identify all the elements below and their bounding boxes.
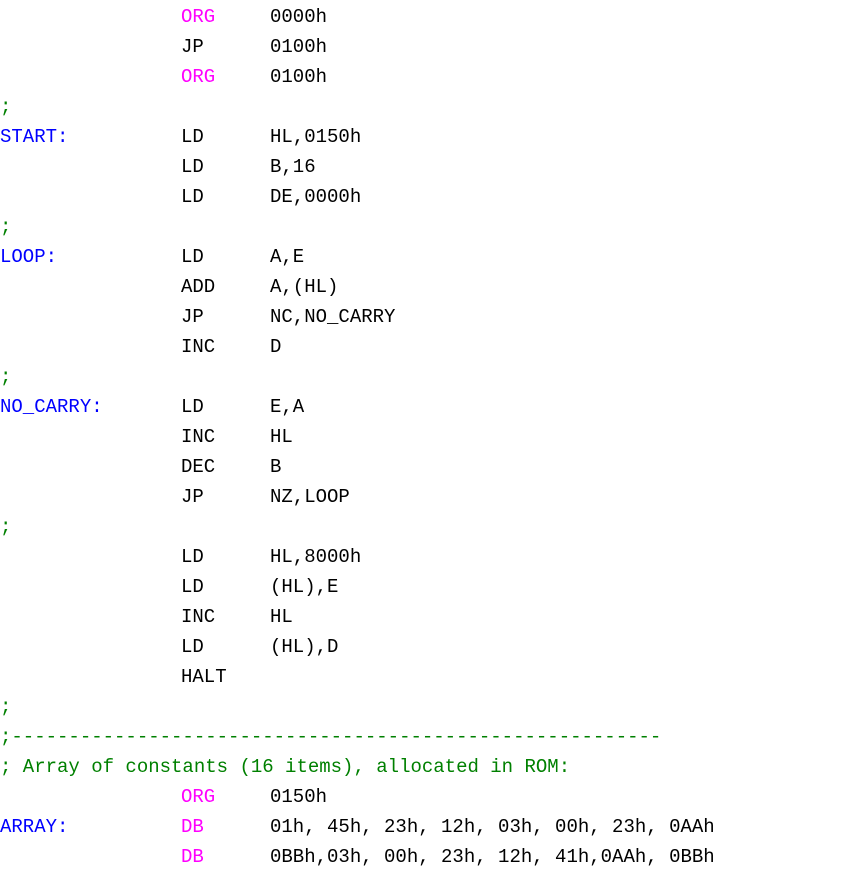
code-directive: DB — [181, 846, 204, 868]
code-operands: (HL),D — [270, 636, 339, 658]
code-instruction: LD — [181, 246, 204, 268]
code-directive: ORG — [181, 6, 216, 28]
code-operands: 0100h — [270, 36, 328, 58]
code-line[interactable]: DB 0BBh,03h, 00h, 23h, 12h, 41h,0AAh, 0BB… — [0, 842, 867, 872]
code-line[interactable]: ; — [0, 692, 867, 722]
code-line[interactable]: ORG 0000h — [0, 2, 867, 32]
code-line[interactable]: ;---------------------------------------… — [0, 722, 867, 752]
code-operands: E,A — [270, 396, 305, 418]
code-instruction: LD — [181, 636, 204, 658]
code-line[interactable]: ORG 0150h — [0, 782, 867, 812]
code-line[interactable]: ADD A,(HL) — [0, 272, 867, 302]
code-instruction: HALT — [181, 666, 227, 688]
code-line[interactable]: LD B,16 — [0, 152, 867, 182]
code-operands: B — [270, 456, 282, 478]
code-label: LOOP: — [0, 246, 58, 268]
code-line[interactable]: HALT — [0, 662, 867, 692]
code-comment: ;---------------------------------------… — [0, 726, 662, 748]
code-line[interactable]: LD (HL),D — [0, 632, 867, 662]
code-operands: 0100h — [270, 66, 328, 88]
code-operands: (HL),E — [270, 576, 339, 598]
code-label: ARRAY: — [0, 816, 69, 838]
code-line[interactable]: ; — [0, 212, 867, 242]
code-directive: DB — [181, 816, 204, 838]
code-label: NO_CARRY: — [0, 396, 103, 418]
code-line[interactable]: ; — [0, 92, 867, 122]
code-line[interactable]: INC HL — [0, 602, 867, 632]
code-instruction: INC — [181, 336, 216, 358]
code-line[interactable]: INC HL — [0, 422, 867, 452]
code-operands: 0000h — [270, 6, 328, 28]
code-instruction: INC — [181, 606, 216, 628]
code-operands: 0BBh,03h, 00h, 23h, 12h, 41h,0AAh, 0BBh — [270, 846, 715, 868]
code-line[interactable]: LOOP: LD A,E — [0, 242, 867, 272]
code-operands: B,16 — [270, 156, 316, 178]
code-operands: DE,0000h — [270, 186, 362, 208]
code-operands: A,E — [270, 246, 305, 268]
code-directive: ORG — [181, 66, 216, 88]
code-instruction: JP — [181, 36, 204, 58]
code-operands: D — [270, 336, 282, 358]
code-line[interactable]: ; Array of constants (16 items), allocat… — [0, 752, 867, 782]
code-comment: ; — [0, 366, 12, 388]
code-instruction: JP — [181, 306, 204, 328]
code-instruction: ADD — [181, 276, 216, 298]
code-instruction: LD — [181, 156, 204, 178]
code-line[interactable]: ARRAY: DB 01h, 45h, 23h, 12h, 03h, 00h, 23… — [0, 812, 867, 842]
code-instruction: INC — [181, 426, 216, 448]
code-instruction: LD — [181, 396, 204, 418]
code-operands: HL — [270, 426, 293, 448]
code-operands: 0150h — [270, 786, 328, 808]
code-line[interactable]: LD DE,0000h — [0, 182, 867, 212]
code-line[interactable]: LD (HL),E — [0, 572, 867, 602]
code-operands: HL — [270, 606, 293, 628]
code-comment: ; — [0, 216, 12, 238]
code-line[interactable]: LD HL,8000h — [0, 542, 867, 572]
code-line[interactable]: ORG 0100h — [0, 62, 867, 92]
code-instruction: LD — [181, 126, 204, 148]
code-instruction: JP — [181, 486, 204, 508]
code-instruction: LD — [181, 576, 204, 598]
code-line[interactable]: JP NC,NO_CARRY — [0, 302, 867, 332]
code-directive: ORG — [181, 786, 216, 808]
code-instruction: DEC — [181, 456, 216, 478]
code-comment: ; — [0, 516, 12, 538]
code-instruction: LD — [181, 186, 204, 208]
code-operands: A,(HL) — [270, 276, 339, 298]
code-label: START: — [0, 126, 69, 148]
code-comment: ; — [0, 96, 12, 118]
code-operands: 01h, 45h, 23h, 12h, 03h, 00h, 23h, 0AAh — [270, 816, 715, 838]
code-comment: ; — [0, 696, 12, 718]
code-line[interactable]: JP NZ,LOOP — [0, 482, 867, 512]
code-line[interactable]: INC D — [0, 332, 867, 362]
code-line[interactable]: DEC B — [0, 452, 867, 482]
code-operands: NC,NO_CARRY — [270, 306, 396, 328]
code-line[interactable]: ; — [0, 362, 867, 392]
code-instruction: LD — [181, 546, 204, 568]
code-operands: NZ,LOOP — [270, 486, 350, 508]
code-operands: HL,8000h — [270, 546, 362, 568]
code-line[interactable]: JP 0100h — [0, 32, 867, 62]
code-line[interactable]: START: LD HL,0150h — [0, 122, 867, 152]
code-operands: HL,0150h — [270, 126, 362, 148]
code-line[interactable]: ; — [0, 512, 867, 542]
code-line[interactable]: NO_CARRY: LD E,A — [0, 392, 867, 422]
code-comment: ; Array of constants (16 items), allocat… — [0, 756, 571, 778]
